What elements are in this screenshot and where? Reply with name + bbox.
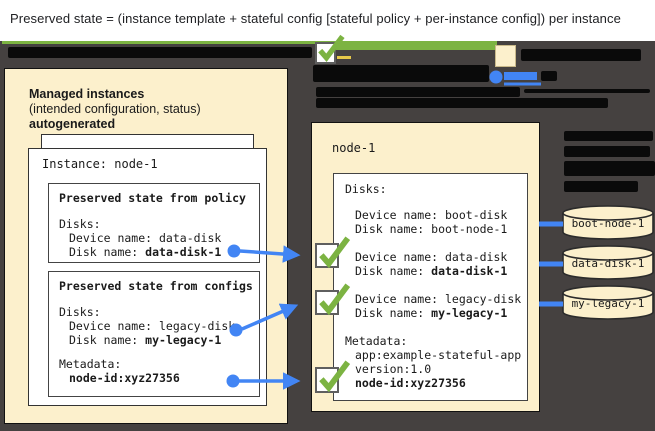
disk-icon	[562, 205, 654, 240]
disk-name-prefix: Disk name:	[355, 264, 432, 278]
redacted-text-bar	[8, 47, 312, 58]
panel-heading: Managed instances	[29, 87, 145, 101]
disks-label: Disks:	[59, 217, 101, 231]
disk-name-value: my-legacy-1	[145, 333, 222, 347]
redacted-text-bar	[316, 98, 608, 108]
redacted-text-bar	[564, 146, 650, 157]
configs-box: Preserved state from configs Disks: Devi…	[48, 271, 260, 397]
disk-name-line: Disk name: my-legacy-1	[355, 306, 507, 320]
redacted-text-bar	[564, 161, 655, 176]
disk-name-prefix: Disk name:	[69, 333, 146, 347]
panel-autogenerated-label: autogenerated	[29, 117, 116, 131]
disk-name-prefix: Disk name:	[355, 222, 432, 236]
node-disks-box: Disks: Device name: boot-disk Disk name:…	[333, 173, 528, 401]
redacted-text-bar	[564, 131, 653, 141]
device-name-line: Device name: legacy-disk	[69, 319, 236, 333]
green-separator-line	[2, 41, 497, 44]
disks-label: Disks:	[345, 182, 387, 196]
node-panel-title: node-1	[332, 141, 376, 155]
preserved-checkbox-legacy-disk	[315, 283, 351, 316]
configs-box-heading: Preserved state from configs	[59, 279, 253, 293]
redacted-text-bar	[521, 49, 641, 61]
green-arrow-line	[336, 44, 497, 50]
disk-name-line: Disk name: data-disk-1	[69, 245, 221, 259]
disk-name-value: boot-node-1	[431, 222, 508, 236]
yellow-dash	[337, 56, 351, 59]
legend-checkbox	[315, 34, 345, 64]
device-name-line: Device name: boot-disk	[355, 208, 508, 222]
policy-box-heading: Preserved state from policy	[59, 191, 246, 205]
managed-instances-panel: Managed instances (intended configuratio…	[4, 68, 288, 424]
redacted-text-bar	[316, 87, 520, 97]
preserved-checkbox-data-disk	[315, 236, 351, 269]
redacted-text-bar	[313, 65, 489, 82]
disk-label: data-disk-1	[571, 257, 645, 270]
disk-name-prefix: Disk name:	[355, 306, 432, 320]
diagram-title: Preserved state = (instance template + s…	[10, 11, 621, 26]
instance-card: Instance: node-1 Preserved state from po…	[28, 148, 267, 406]
metadata-line: version:1.0	[355, 362, 432, 376]
instance-card-title: Instance: node-1	[42, 157, 158, 171]
metadata-label: Metadata:	[59, 357, 122, 371]
disks-label: Disks:	[59, 305, 101, 319]
disk-icon	[562, 245, 654, 280]
redacted-text-bar	[564, 181, 638, 192]
device-name-line: Device name: data-disk	[69, 231, 222, 245]
node-panel: node-1 Disks: Device name: boot-disk Dis…	[311, 122, 540, 412]
disk-name-value: my-legacy-1	[431, 306, 508, 320]
metadata-value: node-id:xyz27356	[69, 371, 180, 385]
policy-box: Preserved state from policy Disks: Devic…	[48, 183, 260, 263]
disk-name-prefix: Disk name:	[69, 245, 146, 259]
metadata-label: Metadata:	[345, 334, 408, 348]
disk-label: boot-node-1	[571, 217, 645, 230]
disk-cylinder-data: data-disk-1	[561, 244, 655, 282]
disk-cylinder-legacy: my-legacy-1	[561, 284, 655, 322]
legend-cream-swatch	[495, 45, 516, 67]
disk-name-line: Disk name: my-legacy-1	[69, 333, 221, 347]
disk-name-line: Disk name: boot-node-1	[355, 222, 507, 236]
device-name-line: Device name: data-disk	[355, 250, 508, 264]
disk-name-line: Disk name: data-disk-1	[355, 264, 507, 278]
disk-name-value: data-disk-1	[431, 264, 508, 278]
redacted-text-bar	[541, 71, 557, 81]
device-name-line: Device name: legacy-disk	[355, 292, 522, 306]
panel-subheading: (intended configuration, status)	[29, 102, 201, 116]
disk-icon	[562, 285, 654, 320]
metadata-line: app:example-stateful-app	[355, 348, 522, 362]
disk-label: my-legacy-1	[571, 297, 645, 310]
preserved-checkbox-node-id	[315, 360, 351, 393]
metadata-value: node-id:xyz27356	[355, 376, 466, 390]
title-bar: Preserved state = (instance template + s…	[0, 0, 655, 41]
redacted-text-bar	[524, 89, 650, 93]
disk-name-value: data-disk-1	[145, 245, 222, 259]
disk-cylinder-boot: boot-node-1	[561, 204, 655, 242]
